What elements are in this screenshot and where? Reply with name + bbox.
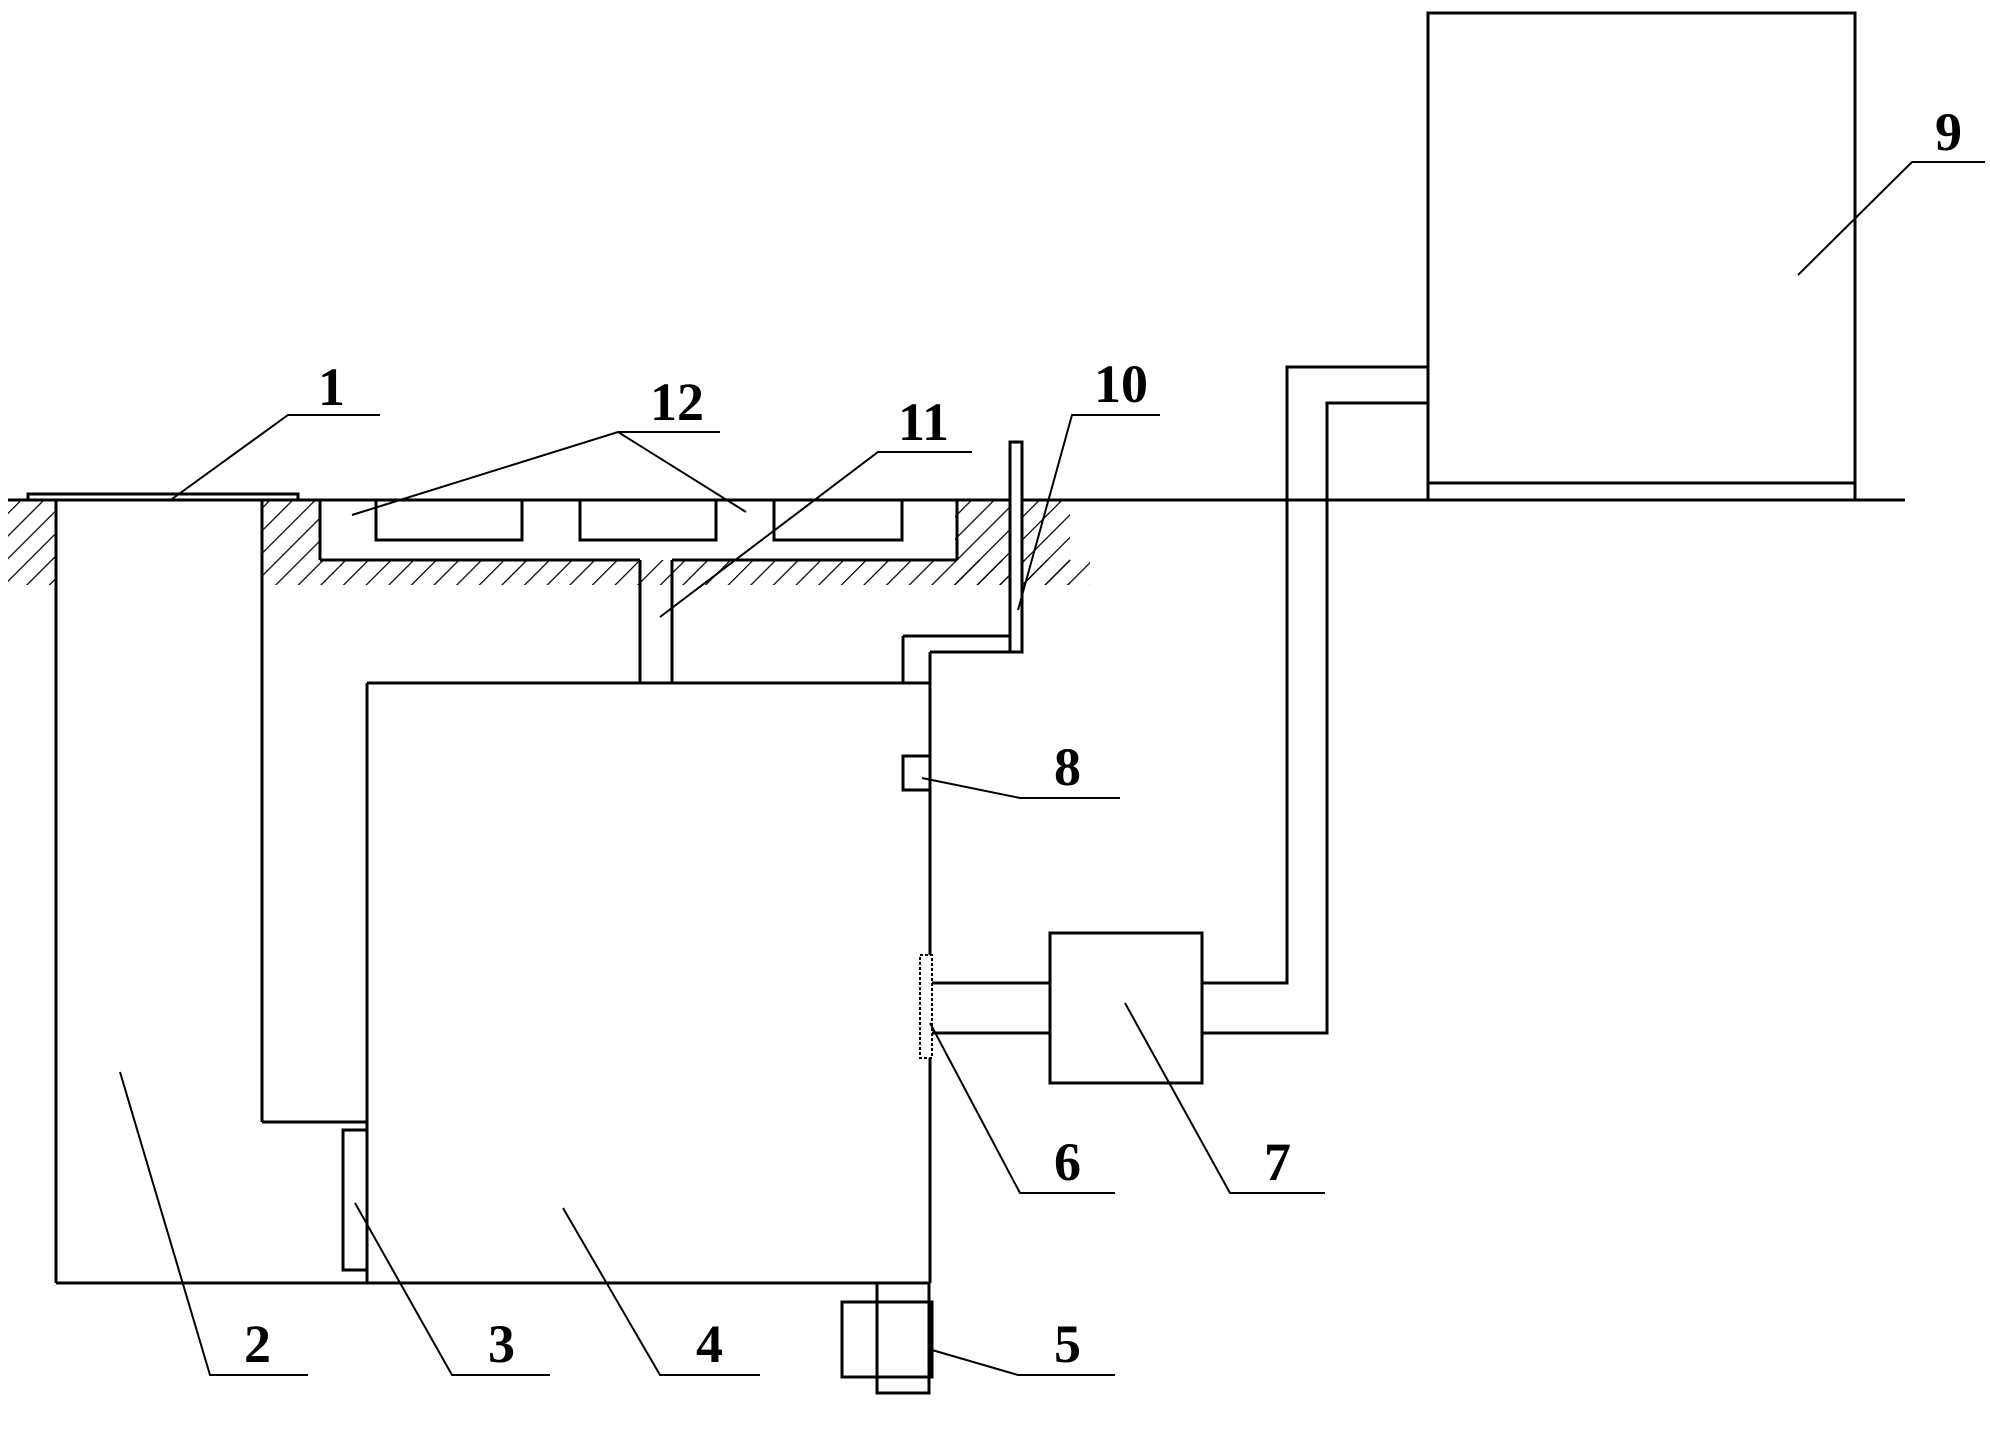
pipes-to-unit-7 xyxy=(932,981,1050,1035)
label-11: 11 xyxy=(898,392,949,452)
vent-pipe-10 xyxy=(901,440,1024,683)
label-10: 10 xyxy=(1094,354,1148,414)
cover-plate xyxy=(26,492,300,502)
sensor-8 xyxy=(901,754,932,792)
label-12: 12 xyxy=(650,372,704,432)
unit-7 xyxy=(1048,931,1204,1085)
pump-5 xyxy=(840,1281,934,1395)
ground-hatching xyxy=(8,500,1090,585)
label-4: 4 xyxy=(696,1314,723,1374)
grate-1 xyxy=(374,498,524,542)
grate-3 xyxy=(772,498,904,542)
leader-lines xyxy=(119,161,1985,1376)
label-3: 3 xyxy=(488,1314,515,1374)
tank-9 xyxy=(1426,11,1857,502)
grate-2 xyxy=(578,498,718,542)
surface-channel-12 xyxy=(318,498,959,562)
tank-2 xyxy=(54,500,930,1285)
label-5: 5 xyxy=(1054,1314,1081,1374)
gate-3 xyxy=(341,1128,369,1272)
main-chamber-4 xyxy=(365,681,932,1283)
label-9: 9 xyxy=(1935,102,1962,162)
label-7: 7 xyxy=(1264,1132,1291,1192)
label-1: 1 xyxy=(318,357,345,417)
label-2: 2 xyxy=(244,1314,271,1374)
filter-6 xyxy=(919,954,933,1059)
pipes-to-tank-9 xyxy=(1202,365,1428,1035)
pipe-11 xyxy=(638,560,674,683)
label-8: 8 xyxy=(1054,737,1081,797)
label-6: 6 xyxy=(1054,1132,1081,1192)
